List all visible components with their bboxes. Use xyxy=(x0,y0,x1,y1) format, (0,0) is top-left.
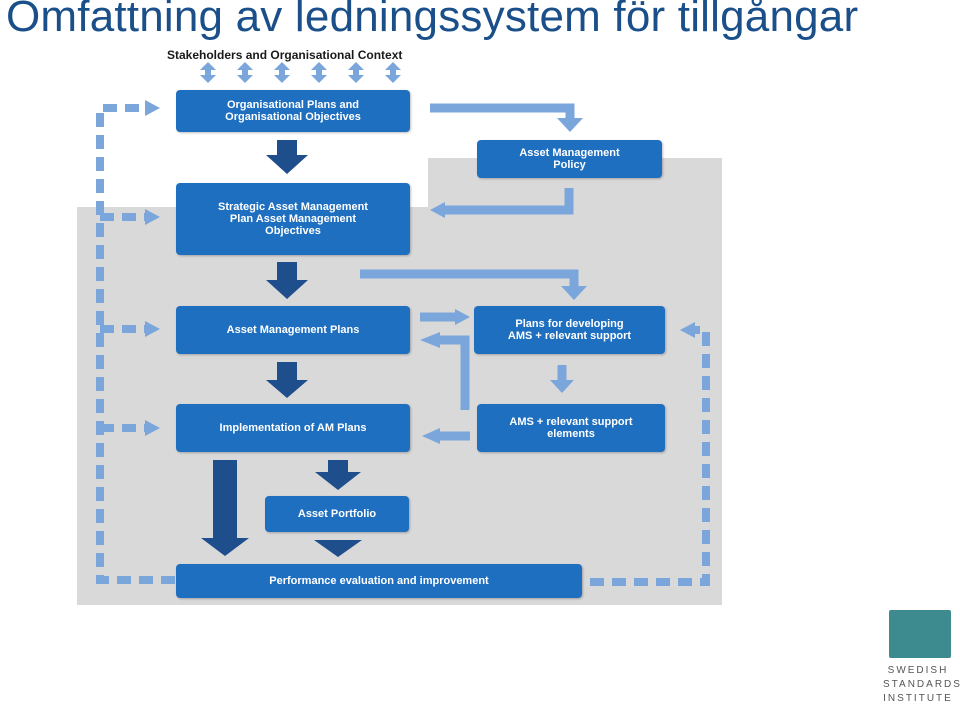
am-plans-box: Asset Management Plans xyxy=(176,306,410,354)
ams-elements-box: AMS + relevant support elements xyxy=(477,404,665,452)
stakeholder-arrows xyxy=(200,62,401,83)
asset-portfolio-box: Asset Portfolio xyxy=(265,496,409,532)
flow-arrows-dark xyxy=(201,140,362,557)
org-plans-box: Organisational Plans and Organisational … xyxy=(176,90,410,132)
am-policy-box: Asset Management Policy xyxy=(477,140,662,178)
feedback-loop-left xyxy=(96,104,175,584)
feedback-loop-right xyxy=(590,326,710,586)
samp-box: Strategic Asset Management Plan Asset Ma… xyxy=(176,183,410,255)
sis-logo: SWEDISH STANDARDS INSTITUTE xyxy=(883,610,960,706)
implementation-box: Implementation of AM Plans xyxy=(176,404,410,452)
context-label: Stakeholders and Organisational Context xyxy=(167,48,403,62)
performance-box: Performance evaluation and improvement xyxy=(176,564,582,598)
flow-arrows-light xyxy=(360,103,579,441)
sis-logo-mark-icon xyxy=(889,610,951,658)
logo-text: SWEDISH STANDARDS INSTITUTE xyxy=(883,665,960,704)
page-title: Omfattning av ledningssystem för tillgån… xyxy=(6,0,859,41)
plans-developing-box: Plans for developing AMS + relevant supp… xyxy=(474,306,665,354)
